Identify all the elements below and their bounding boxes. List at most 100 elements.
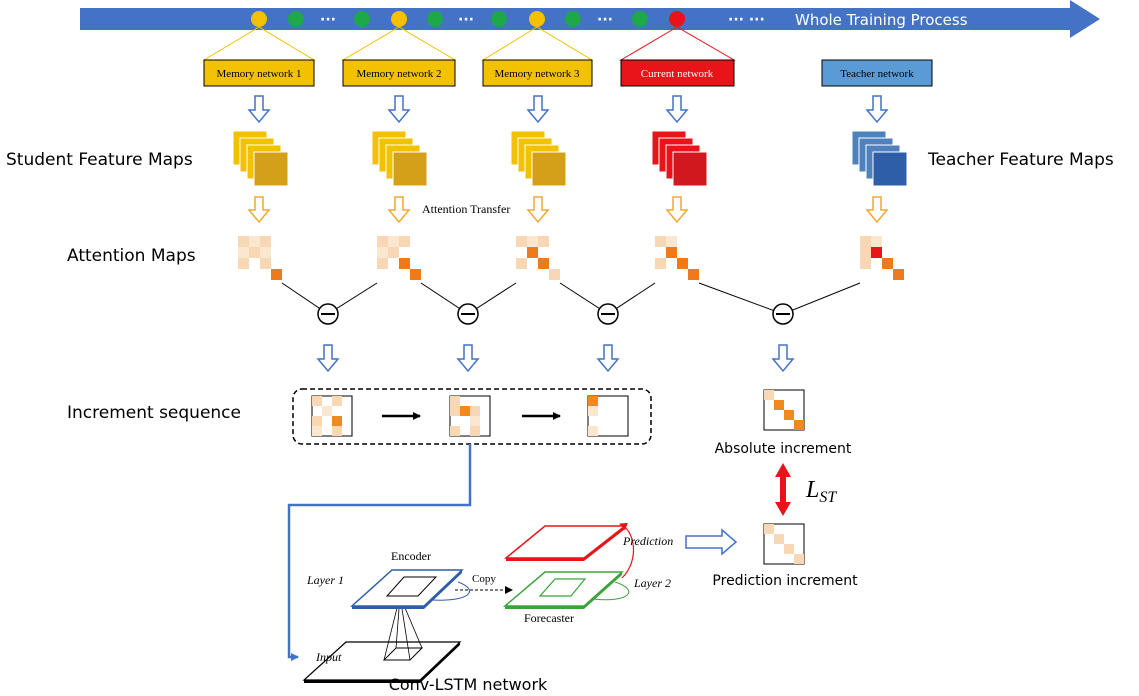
attention-transfer-label: Attention Transfer <box>422 202 510 216</box>
absolute-increment-map <box>763 389 805 431</box>
memory-network-3-label: Memory network 3 <box>495 68 580 80</box>
attention-maps-label: Attention Maps <box>67 246 196 266</box>
memory-network-1-box <box>203 59 315 87</box>
encoder-label: Encoder <box>391 549 431 563</box>
timeline-dot-memory-2 <box>391 11 407 27</box>
input-label: Input <box>315 650 342 664</box>
subtraction-lines <box>281 282 861 315</box>
memory-network-2-box <box>342 59 456 87</box>
arrows-row-3 <box>316 344 795 373</box>
minus-icon <box>772 303 794 325</box>
convlstm-title: Conv-LSTM network <box>389 675 548 694</box>
timeline-dot <box>491 11 507 27</box>
prediction-label: Prediction <box>622 534 673 548</box>
attention-map-teacher <box>860 236 904 280</box>
prediction-link <box>619 522 635 579</box>
arrows-row-1 <box>247 95 889 124</box>
down-arrow-icon <box>526 196 550 224</box>
down-arrow-icon <box>247 95 271 124</box>
down-arrow-icon <box>387 196 411 224</box>
funnel-memory-3 <box>481 26 594 61</box>
absolute-increment-label: Absolute increment <box>715 441 852 457</box>
prediction-increment-label: Prediction increment <box>712 573 858 589</box>
arrows-row-2 <box>247 196 889 224</box>
minus-signs <box>317 303 794 325</box>
increment-sequence-frame <box>292 388 652 445</box>
increment-sequence-label: Increment sequence <box>67 403 241 423</box>
network-boxes: Memory network 1 Memory network 2 Memory… <box>203 59 933 87</box>
minus-icon <box>317 303 339 325</box>
memory-network-1-label: Memory network 1 <box>217 68 302 80</box>
increment-map-2 <box>449 395 491 437</box>
convlstm-network <box>302 522 635 683</box>
timeline: ··· ··· ··· ··· ··· Whole Training Proce… <box>80 0 1100 38</box>
timeline-dot <box>565 11 581 27</box>
feature-stack-current <box>651 130 708 187</box>
input-connector <box>287 444 472 661</box>
down-arrow-icon <box>771 344 795 373</box>
current-network-box <box>620 59 735 87</box>
feature-stack-memory-3 <box>510 130 567 187</box>
loss-label: LST <box>805 477 837 506</box>
down-arrow-icon <box>456 344 480 373</box>
timeline-dot-memory-1 <box>251 11 267 27</box>
timeline-arrow <box>80 0 1100 38</box>
timeline-dot <box>632 11 648 27</box>
minus-icon <box>457 303 479 325</box>
timeline-ellipsis: ··· <box>597 12 613 28</box>
increment-map-3 <box>587 395 629 437</box>
timeline-ellipsis: ··· <box>458 12 474 28</box>
timeline-ellipsis-long: ··· ··· <box>728 12 765 28</box>
memory-network-3-box <box>482 59 593 87</box>
down-arrow-icon <box>865 196 889 224</box>
feature-stack-memory-2 <box>371 130 428 187</box>
timeline-dot-current <box>669 11 685 27</box>
current-network-label: Current network <box>641 68 714 80</box>
forecaster-recurrence <box>592 581 630 601</box>
forecaster-layer-2-patch <box>538 578 587 597</box>
timeline-dot <box>354 11 370 27</box>
timeline-ellipsis: ··· <box>320 12 336 28</box>
forecaster-label: Forecaster <box>524 611 574 625</box>
feature-stack-memory-1 <box>232 130 289 187</box>
increment-map-1 <box>311 395 353 437</box>
down-arrow-icon <box>316 344 340 373</box>
down-arrow-icon <box>596 344 620 373</box>
minus-icon <box>597 303 619 325</box>
attention-map-memory-1 <box>238 236 282 280</box>
timeline-dot-memory-3 <box>529 11 545 27</box>
down-arrow-icon <box>526 95 550 124</box>
funnel-current <box>619 26 736 61</box>
teacher-network-box <box>821 59 933 87</box>
layer-1-label: Layer 1 <box>306 573 344 587</box>
funnel-memory-2 <box>341 26 457 61</box>
student-feature-maps-label: Student Feature Maps <box>6 150 193 170</box>
attention-map-memory-3 <box>516 236 560 280</box>
layer-2-label: Layer 2 <box>633 576 671 590</box>
timeline-dot <box>427 11 443 27</box>
teacher-feature-maps-label: Teacher Feature Maps <box>927 150 1114 170</box>
encoder-recurrence <box>431 581 470 601</box>
down-arrow-icon <box>247 196 271 224</box>
loss-subscript: ST <box>819 489 837 506</box>
feature-stack-teacher <box>851 130 908 187</box>
funnels <box>202 26 736 61</box>
down-arrow-icon <box>665 95 689 124</box>
down-arrow-icon <box>865 95 889 124</box>
timeline-label: Whole Training Process <box>795 11 968 29</box>
memory-network-2-label: Memory network 2 <box>357 68 442 80</box>
down-arrow-icon <box>665 196 689 224</box>
attention-map-memory-2 <box>377 236 421 280</box>
down-arrow-icon <box>387 95 411 124</box>
loss-arrow <box>775 463 791 516</box>
attention-map-current <box>655 236 699 280</box>
encoder-layer-1-patch <box>385 576 438 597</box>
timeline-dot <box>288 11 304 27</box>
copy-label: Copy <box>472 573 496 585</box>
funnel-memory-1 <box>202 26 316 61</box>
teacher-network-label: Teacher network <box>840 68 914 80</box>
prediction-arrow-icon <box>685 528 738 556</box>
loss-base: L <box>805 477 819 503</box>
prediction-increment-map <box>763 523 805 565</box>
